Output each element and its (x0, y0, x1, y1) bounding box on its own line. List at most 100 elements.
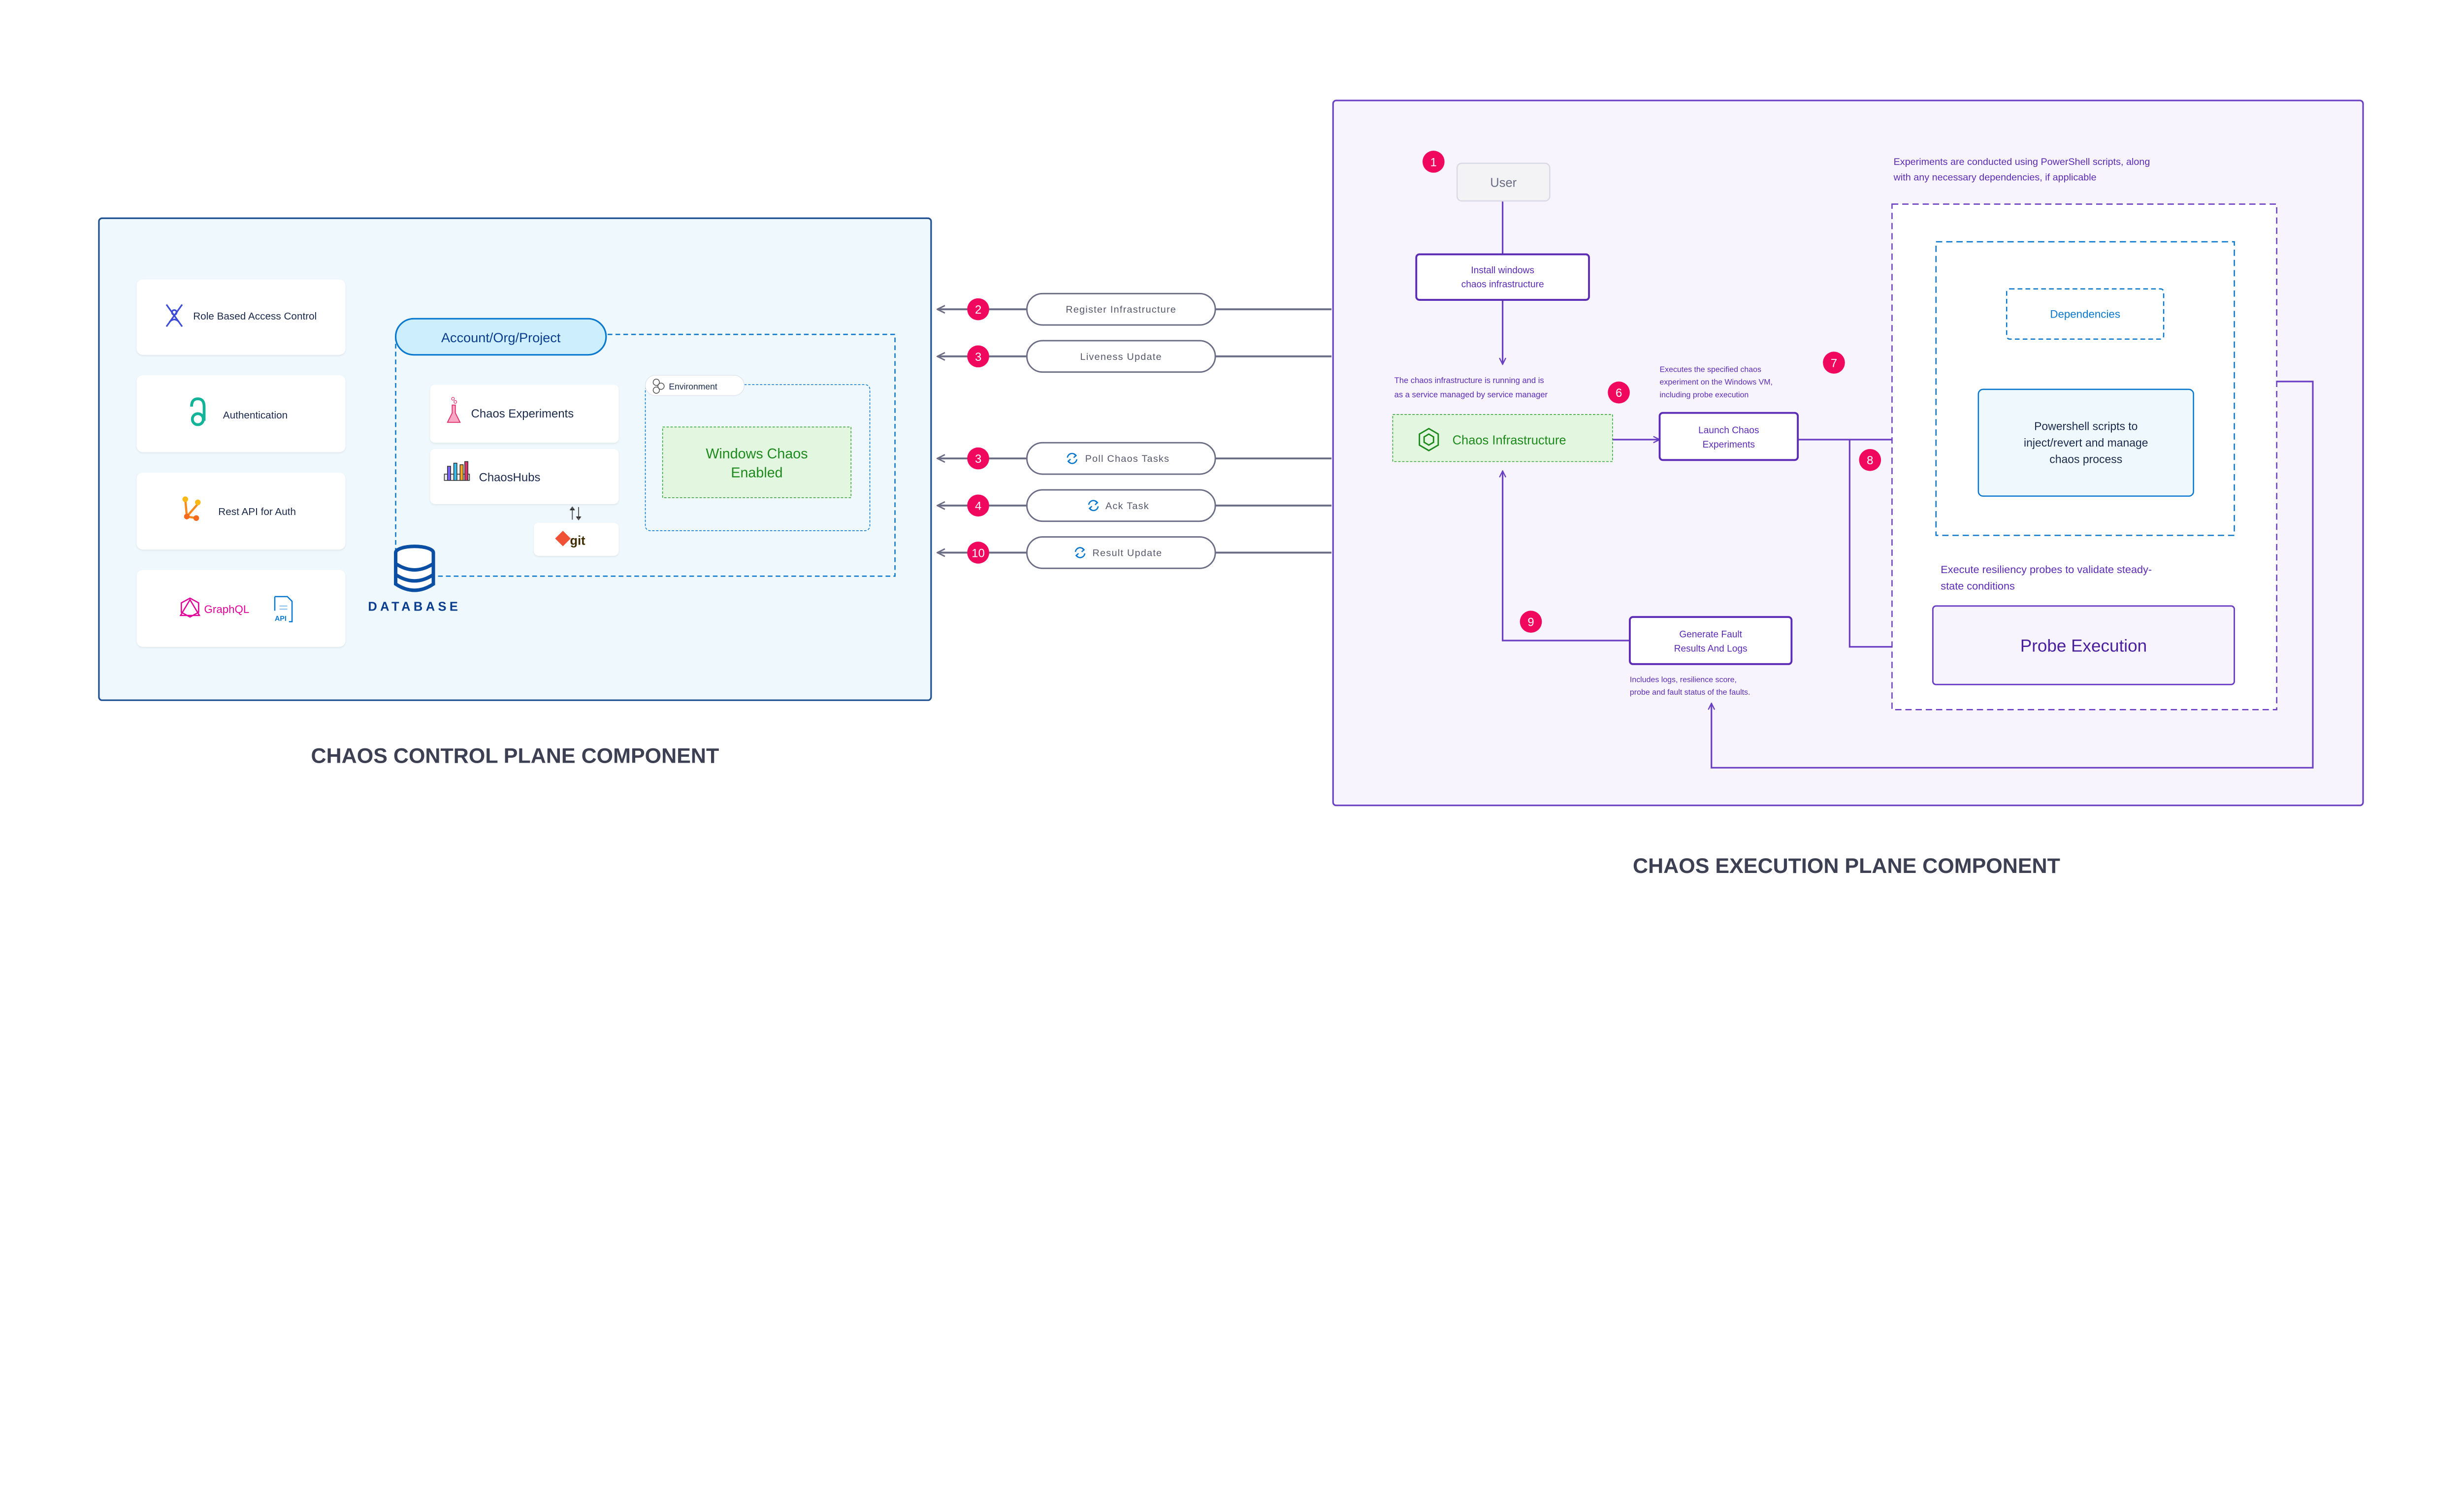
flow-lines (1503, 201, 2314, 769)
sync-arrows-icon (569, 506, 582, 521)
api-label: API (275, 615, 287, 623)
windows-chaos-line-1: Windows Chaos (706, 446, 808, 462)
card-label: Rest API for Auth (218, 506, 296, 517)
hexagon-cluster-icon (652, 379, 665, 394)
card-label: Authentication (223, 410, 288, 421)
execution-plane: User 1 Install windows chaos infrastruct… (1332, 99, 2364, 878)
probe-note-line-1: Execute resiliency probes to validate st… (1941, 563, 2152, 576)
svg-text:inject/revert and manage: inject/revert and manage (2024, 436, 2148, 449)
generate-note-line-2: probe and fault status of the faults. (1630, 688, 1750, 697)
connector-pill (1026, 442, 1216, 475)
launch-note-line-1: Executes the specified chaos (1660, 366, 1761, 374)
svg-text:9: 9 (1527, 616, 1534, 629)
step-badge: 3 (967, 345, 989, 368)
card-authentication: Authentication (136, 375, 346, 452)
generate-results-node: Generate Fault Results And Logs (1629, 616, 1793, 665)
svg-text:3: 3 (975, 351, 981, 364)
account-org-project-pill: Account/Org/Project (394, 318, 607, 356)
svg-text:1: 1 (1430, 156, 1437, 169)
step-badge: 10 (967, 542, 989, 564)
test-tube-rack-icon (444, 461, 470, 481)
svg-text:Powershell scripts to: Powershell scripts to (2034, 420, 2138, 433)
step-badge: 7 (1823, 352, 1845, 374)
infra-note-line-1: The chaos infrastructure is running and … (1394, 376, 1544, 385)
connector-row: Poll Chaos Tasks 3 (938, 442, 1332, 475)
svg-text:Results And Logs: Results And Logs (1674, 643, 1748, 654)
connector-row: Ack Task 4 (938, 489, 1332, 522)
infra-note-line-2: as a service managed by service manager (1394, 390, 1548, 399)
launch-note-line-2: experiment on the Windows VM, (1660, 378, 1773, 386)
svg-text:10: 10 (972, 547, 985, 560)
environment-box (645, 384, 871, 531)
probe-execution-box: Probe Execution (1932, 605, 2235, 685)
connector-row: Result Update 10 (938, 536, 1332, 569)
step-badge: 4 (967, 494, 989, 517)
database-label: DATABASE (368, 600, 461, 613)
windows-chaos-enabled-box: Windows Chaos Enabled (662, 426, 852, 498)
svg-text:Probe Execution: Probe Execution (2020, 636, 2147, 655)
svg-text:7: 7 (1831, 357, 1837, 370)
step-badge: 8 (1859, 449, 1881, 471)
svg-text:Install windows: Install windows (1471, 265, 1534, 276)
svg-text:4: 4 (975, 500, 981, 513)
auth-icon (190, 397, 206, 426)
connector-label: Ack Task (1105, 501, 1149, 512)
powershell-note-line-2: with any necessary dependencies, if appl… (1893, 172, 2097, 183)
chaoshubs-label: ChaosHubs (479, 471, 541, 484)
control-plane: Role Based Access Control Authentication… (98, 217, 932, 768)
step-badge: 9 (1520, 611, 1542, 633)
execution-plane-title: CHAOS EXECUTION PLANE COMPONENT (1633, 854, 2060, 878)
rest-api-icon (182, 496, 201, 521)
svg-text:6: 6 (1616, 386, 1622, 400)
step-badge: 6 (1608, 381, 1630, 404)
account-label: Account/Org/Project (441, 330, 561, 345)
svg-text:chaos infrastructure: chaos infrastructure (1461, 280, 1544, 290)
probe-note-line-2: state conditions (1941, 579, 2015, 592)
chaos-infrastructure-node: Chaos Infrastructure (1392, 414, 1613, 462)
svg-text:Launch Chaos: Launch Chaos (1698, 425, 1759, 436)
launch-experiments-node: Launch Chaos Experiments (1658, 412, 1799, 461)
svg-text:3: 3 (975, 452, 981, 466)
svg-text:8: 8 (1867, 454, 1873, 467)
svg-text:2: 2 (975, 303, 981, 317)
hexagon-icon (1419, 427, 1439, 451)
connector-label: Register Infrastructure (1066, 304, 1176, 315)
card-rbac: Role Based Access Control (136, 279, 346, 355)
git-icon (555, 530, 571, 547)
account-scope-box (395, 333, 896, 577)
powershell-note-line-1: Experiments are conducted using PowerShe… (1894, 157, 2150, 167)
chaos-experiments-card: Chaos Experiments (430, 385, 619, 443)
user-label: User (1490, 176, 1517, 190)
step-badge: 1 (1423, 151, 1445, 173)
git-card: git (534, 522, 619, 556)
connector-pill (1026, 489, 1216, 522)
generate-note-line-1: Includes logs, resilience score, (1630, 676, 1737, 684)
svg-text:Dependencies: Dependencies (2050, 308, 2120, 321)
svg-text:Generate Fault: Generate Fault (1679, 630, 1742, 640)
database-icon (394, 545, 435, 592)
git-label: git (570, 534, 586, 547)
connector-row: Register Infrastructure 2 (938, 292, 1332, 326)
step-badge: 2 (967, 298, 989, 321)
api-document-icon: API (274, 596, 293, 623)
flask-icon (447, 397, 461, 423)
powershell-scripts-box: Powershell scripts to inject/revert and … (1977, 388, 2194, 497)
environment-label: Environment (669, 382, 717, 391)
connector-label: Result Update (1093, 547, 1163, 558)
svg-text:chaos process: chaos process (2049, 453, 2122, 466)
install-infrastructure-node: Install windows chaos infrastructure (1415, 253, 1590, 301)
connector-label: Poll Chaos Tasks (1085, 453, 1170, 464)
graphql-label: GraphQL (204, 603, 250, 615)
sync-icon (1067, 452, 1078, 464)
sync-icon (1088, 500, 1099, 512)
connector-label: Liveness Update (1080, 352, 1162, 362)
card-label: Role Based Access Control (193, 311, 317, 322)
control-plane-title: CHAOS CONTROL PLANE COMPONENT (311, 744, 719, 768)
launch-note-line-3: including probe execution (1660, 391, 1749, 399)
svg-text:Experiments: Experiments (1703, 440, 1755, 450)
card-rest-api: Rest API for Auth (136, 472, 346, 550)
environment-pill: Environment (645, 375, 745, 396)
rbac-icon (165, 304, 183, 327)
graphql-icon (179, 597, 201, 618)
